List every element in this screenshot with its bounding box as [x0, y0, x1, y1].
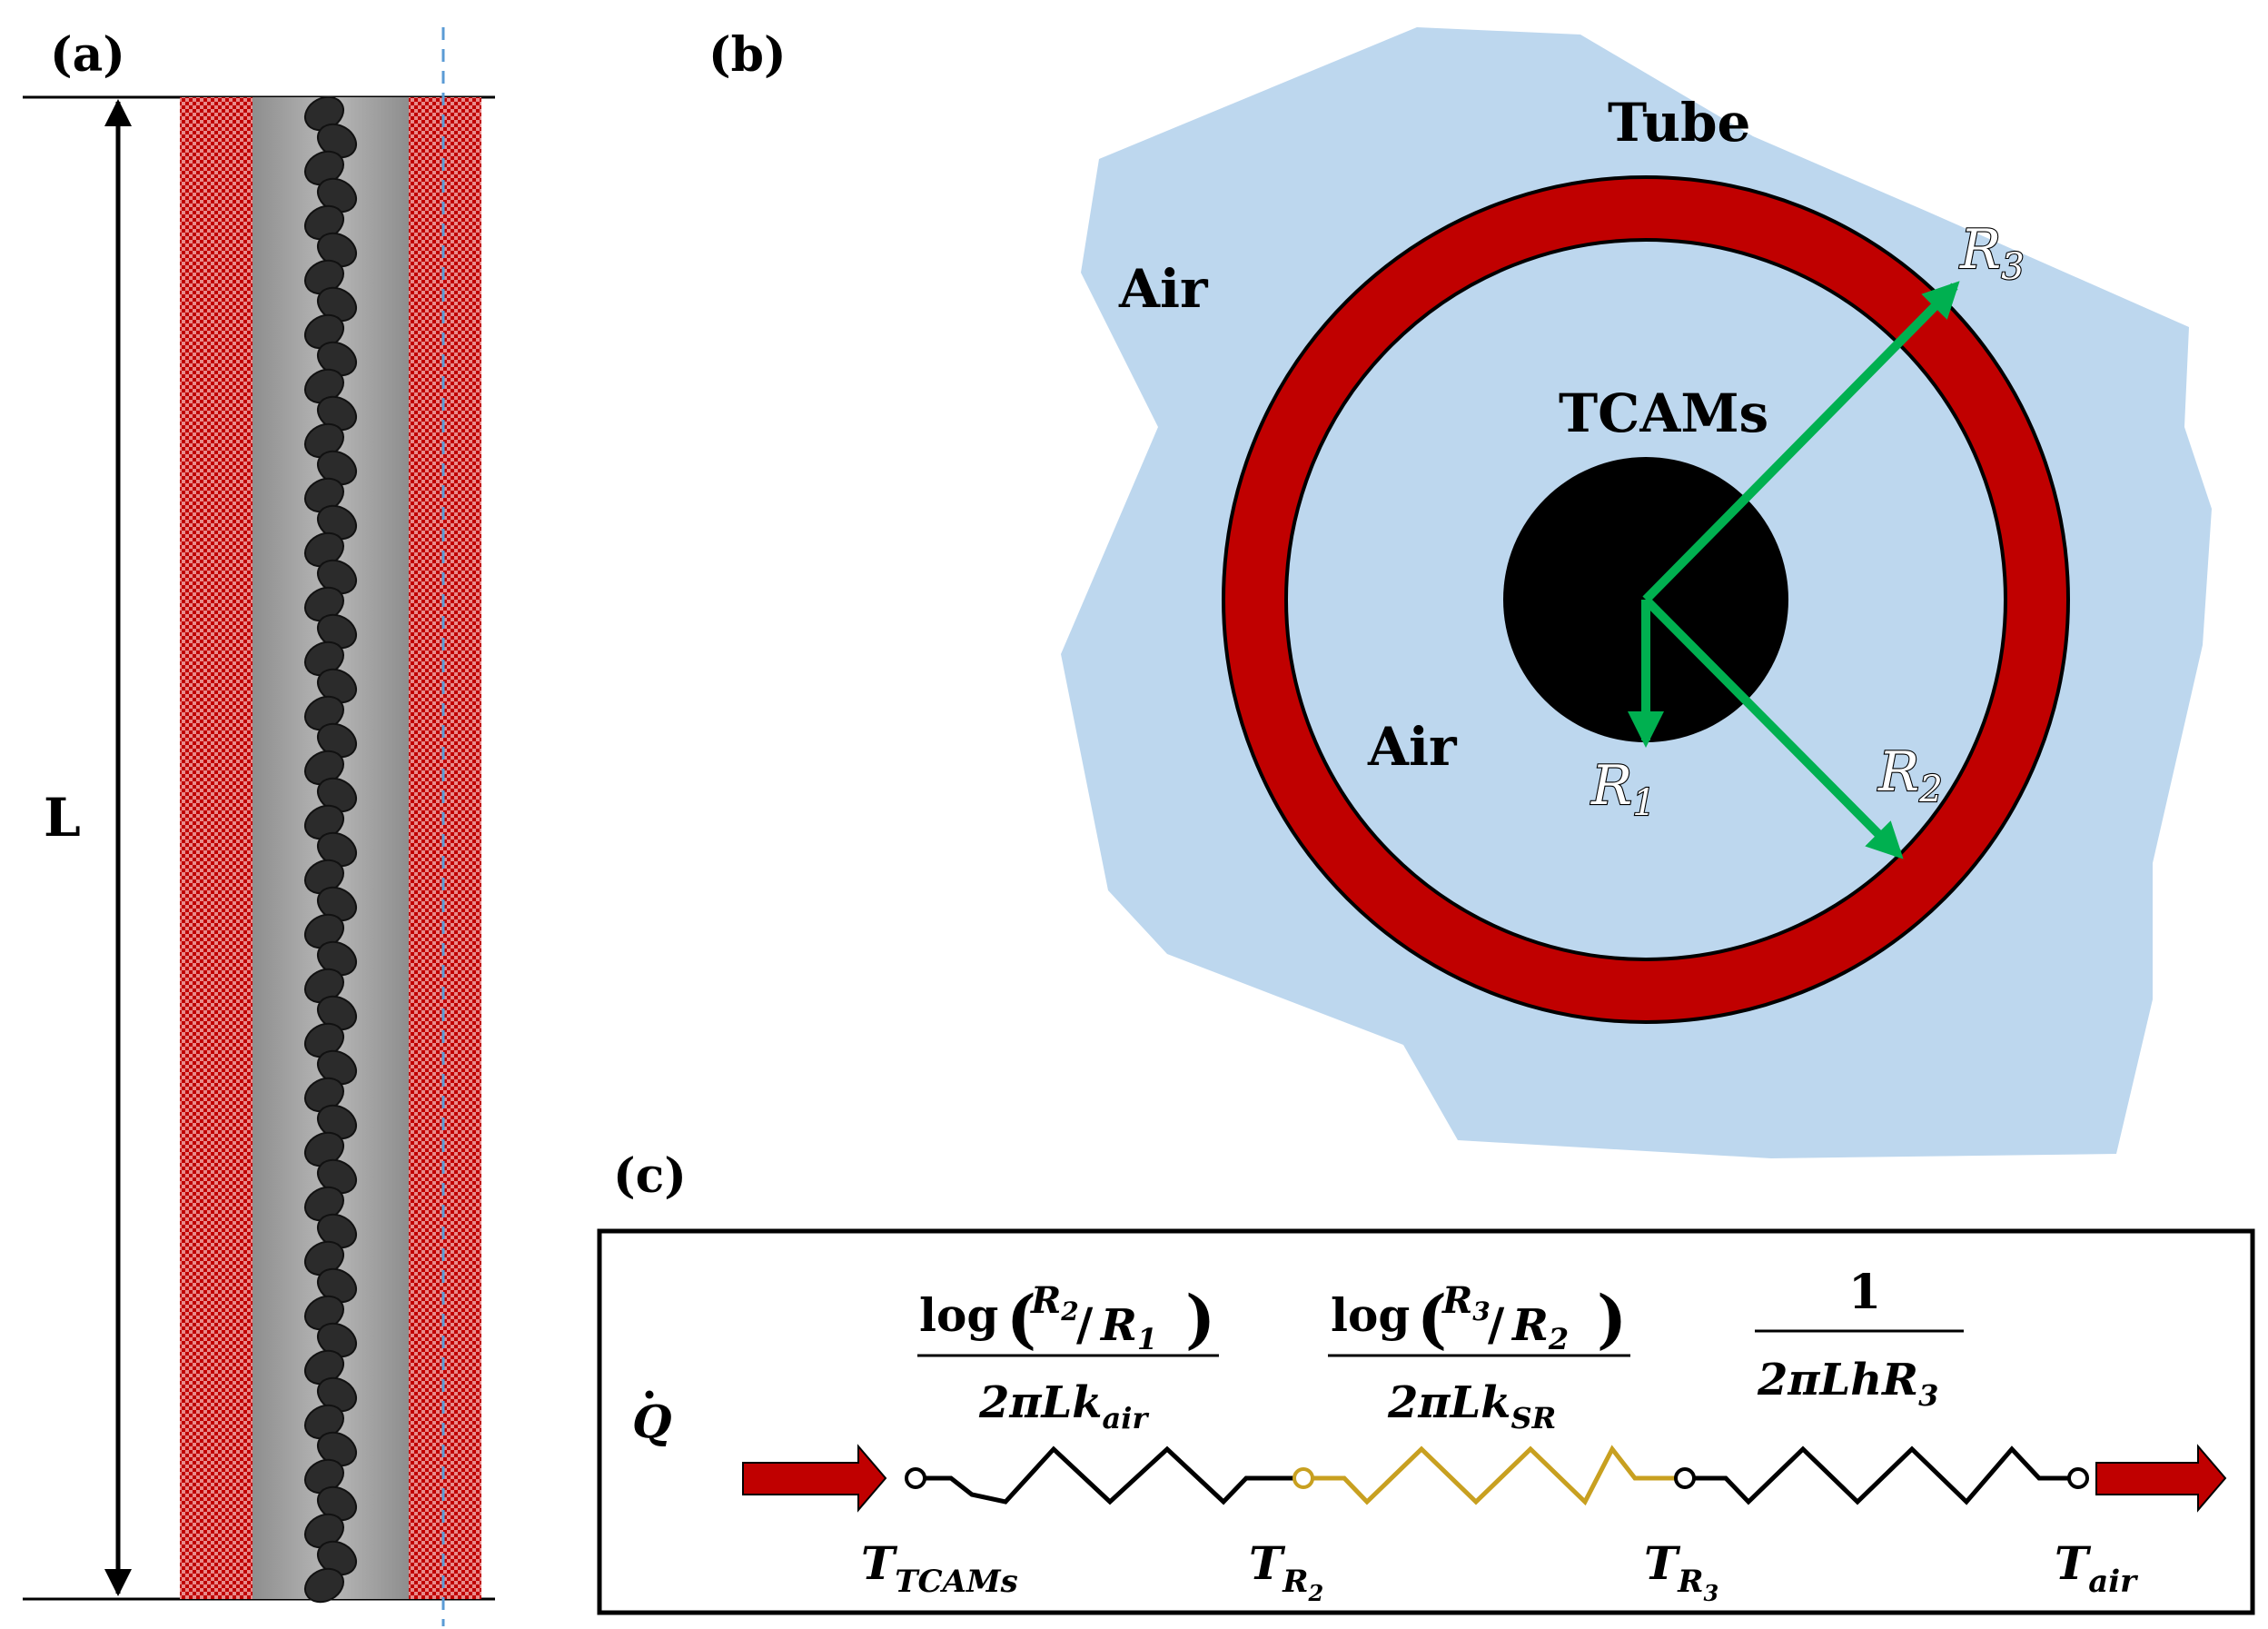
formula-3-numerator: 1: [1848, 1265, 1881, 1320]
heat-out-arrow: [2095, 1444, 2227, 1513]
air-inner-label: Air: [1367, 716, 1458, 778]
formula-2-rparen: ): [1597, 1281, 1627, 1356]
air-outer-label: Air: [1118, 258, 1209, 320]
tcams-label: TCAMs: [1559, 382, 1768, 444]
thermal-circuit-box: [597, 1228, 2255, 1615]
tube-wall-left: [180, 97, 253, 1599]
resistor-tube-zigzag: [1312, 1445, 1676, 1506]
panel-a-label: (a): [50, 27, 125, 83]
heat-flow-symbol: Q: [632, 1395, 672, 1448]
radius-r2-label: R2: [1877, 740, 1943, 810]
formula-2-lparen: (: [1417, 1281, 1447, 1356]
panel-b-label: (b): [708, 27, 787, 83]
formula-2-slash: /: [1488, 1297, 1505, 1351]
panel-c-label: (c): [613, 1148, 687, 1204]
formula-2-num-top: R3: [1441, 1279, 1491, 1326]
radius-r2-arrow: [1642, 596, 1904, 859]
length-label: L: [44, 787, 81, 849]
node-tcams: [905, 1467, 926, 1489]
formula-1-log: log: [919, 1288, 998, 1342]
radius-r3-arrow: [1642, 281, 1960, 603]
coil-segment: [303, 1567, 345, 1604]
formula-1-num-top: R2: [1030, 1279, 1079, 1326]
formula-air-resistance: log ( R2 / R1 ) 2πLkair: [917, 1279, 1219, 1435]
formula-convection-resistance: 1 2πLhR3: [1755, 1265, 1964, 1413]
heat-in-arrow: [742, 1444, 887, 1513]
radius-r3-label: R3: [1959, 218, 2025, 288]
formula-3-denominator: 2πLhR3: [1757, 1355, 1938, 1413]
formula-2-denominator: 2πLkSR: [1387, 1377, 1556, 1435]
formula-1-rparen: ): [1185, 1281, 1215, 1356]
temp-r3-label: TR3: [1644, 1536, 1718, 1606]
formula-tube-resistance: log ( R3 / R2 ) 2πLkSR: [1328, 1279, 1630, 1435]
resistor-convection-zigzag: [1694, 1445, 2069, 1505]
formula-2-num-bottom: R2: [1510, 1300, 1569, 1356]
formula-1-lparen: (: [1006, 1281, 1036, 1356]
formula-2-log: log: [1331, 1288, 1410, 1342]
formula-1-denominator: 2πLkair: [978, 1377, 1149, 1435]
resistor-air-zigzag: [924, 1445, 1294, 1505]
tube-label: Tube: [1608, 92, 1750, 154]
node-air: [2067, 1467, 2089, 1489]
temp-tcams-label: TTCAMs: [861, 1536, 1018, 1600]
formula-1-slash: /: [1076, 1297, 1094, 1351]
node-r2: [1292, 1467, 1314, 1489]
tcams-coil: [303, 95, 358, 1604]
tube-wall-right: [409, 97, 481, 1599]
node-r3: [1674, 1467, 1696, 1489]
panel-a: (a) L: [23, 27, 495, 1626]
temp-air-label: Tair: [2055, 1536, 2138, 1600]
panel-b: (b) Tube Air TCAMs Air R1 R2 R3: [708, 27, 2212, 1158]
panel-c: (c) Q log ( R2 / R1 ) 2πLkair log: [597, 1148, 2255, 1615]
formula-1-num-bottom: R1: [1099, 1300, 1157, 1356]
heat-flow-dot: [645, 1390, 654, 1399]
temp-r2-label: TR2: [1249, 1536, 1323, 1606]
radius-r1-label: R1: [1590, 754, 1656, 824]
